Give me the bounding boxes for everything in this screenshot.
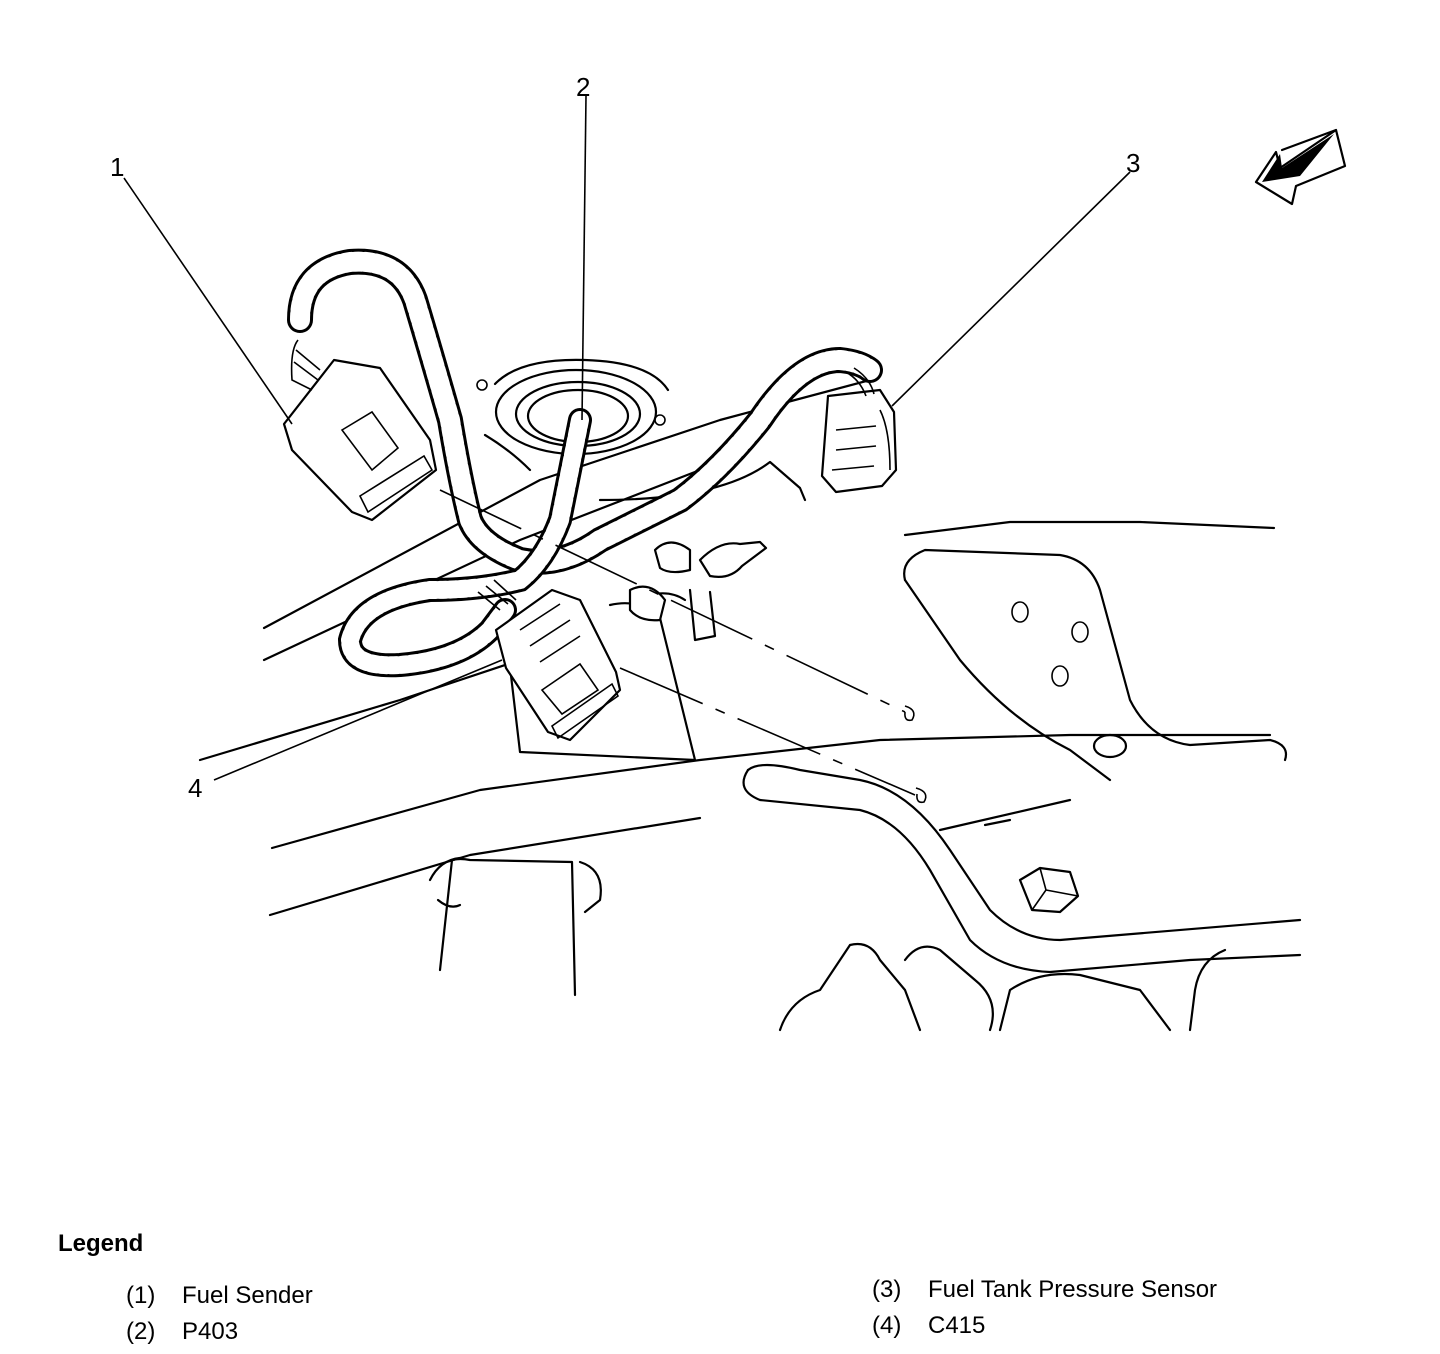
legend-item-3: (3) Fuel Tank Pressure Sensor (872, 1276, 1217, 1304)
legend-item-number: (1) (126, 1282, 156, 1309)
legend-item-number: (2) (126, 1318, 156, 1345)
legend-item-label: C415 (928, 1312, 986, 1339)
callout-3-number: 3 (1126, 148, 1140, 178)
legend-item-number: (4) (872, 1312, 902, 1339)
c415-connector (477, 579, 622, 742)
callout-2-number: 2 (576, 72, 590, 102)
legend-item-label: Fuel Sender (182, 1282, 313, 1309)
legend-item-label: Fuel Tank Pressure Sensor (928, 1276, 1218, 1303)
callout-1-number: 1 (110, 152, 124, 182)
legend-item-1: (1) Fuel Sender (126, 1282, 313, 1310)
legend-item-label: P403 (182, 1318, 239, 1345)
fuel-sender-connector (282, 339, 438, 522)
legend-title: Legend (58, 1230, 144, 1257)
legend-item-number: (3) (872, 1276, 902, 1303)
pressure-sensor-connector (820, 367, 898, 494)
frame-structure (198, 358, 1302, 1032)
legend-item-2: (2) P403 (126, 1318, 238, 1346)
legend-item-4: (4) C415 (872, 1312, 985, 1340)
leader-lines (123, 95, 1131, 804)
wire-harness (287, 248, 883, 678)
direction-arrow (1254, 128, 1347, 206)
callout-4-number: 4 (188, 773, 202, 803)
wiring-diagram: 1 2 3 4 (110, 72, 1347, 1032)
